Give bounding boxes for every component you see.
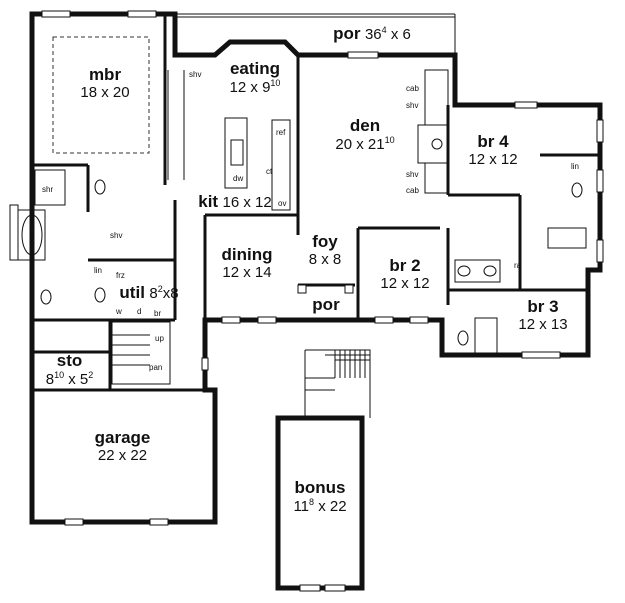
room-dim: 16 x 12 bbox=[222, 194, 272, 211]
room-dim: 22 x 22 bbox=[97, 446, 148, 464]
label-dw: dw bbox=[233, 174, 244, 183]
room-name: den bbox=[349, 116, 381, 135]
room-name: sto bbox=[56, 351, 83, 370]
label-frz: frz bbox=[116, 271, 125, 280]
tray-ceiling bbox=[52, 36, 150, 154]
room-name: kit bbox=[198, 192, 219, 211]
label-ct: ct bbox=[266, 167, 273, 176]
room-util: util 82x8 bbox=[114, 283, 184, 303]
interior-walls bbox=[32, 14, 600, 392]
label-pan: pan bbox=[149, 363, 163, 372]
kitchen-island bbox=[224, 117, 248, 189]
windows bbox=[9, 10, 604, 592]
room-den: den 20 x 2110 bbox=[325, 116, 405, 153]
room-name: util bbox=[119, 283, 145, 302]
room-dim: 12 x 14 bbox=[222, 263, 272, 281]
label-up: up bbox=[155, 334, 164, 343]
label-shv-den-top: shv bbox=[406, 101, 419, 110]
label-ref: ref bbox=[276, 128, 286, 137]
label-shr: shr bbox=[42, 185, 54, 194]
room-dim: 82x8 bbox=[149, 284, 179, 302]
room-dim: 18 x 20 bbox=[80, 83, 130, 101]
room-por-front: por bbox=[305, 295, 347, 315]
exterior-wall bbox=[29, 11, 603, 525]
room-dim: 8 x 8 bbox=[308, 250, 342, 268]
room-dim: 12 x 13 bbox=[518, 315, 568, 333]
room-dim: 118 x 22 bbox=[293, 496, 347, 515]
room-br2: br 2 12 x 12 bbox=[370, 256, 440, 292]
kitchen-counter bbox=[271, 119, 291, 211]
toilet bbox=[40, 289, 52, 305]
room-foy: foy 8 x 8 bbox=[300, 232, 350, 268]
room-name: br 3 bbox=[527, 297, 559, 316]
room-name: garage bbox=[94, 428, 151, 447]
room-br4: br 4 12 x 12 bbox=[458, 132, 528, 168]
room-dining: dining 12 x 14 bbox=[207, 245, 287, 281]
room-name: bonus bbox=[294, 478, 346, 497]
room-sto: sto 810 x 52 bbox=[32, 351, 107, 388]
util-stair bbox=[111, 321, 171, 385]
bonus-wall bbox=[275, 415, 365, 591]
room-eating: eating 12 x 910 bbox=[220, 59, 290, 96]
room-name: dining bbox=[221, 245, 273, 264]
room-name: br 2 bbox=[389, 256, 421, 275]
room-mbr: mbr 18 x 20 bbox=[70, 65, 140, 101]
room-dim: 12 x 12 bbox=[380, 274, 430, 292]
room-name: foy bbox=[312, 232, 338, 251]
label-ov: ov bbox=[278, 199, 287, 208]
room-dim: 12 x 910 bbox=[229, 77, 281, 96]
label-shv-bath: shv bbox=[110, 231, 123, 240]
label-w: w bbox=[116, 307, 122, 316]
room-garage: garage 22 x 22 bbox=[80, 428, 165, 464]
room-br3: br 3 12 x 13 bbox=[508, 297, 578, 333]
label-cab-top: cab bbox=[406, 84, 419, 93]
room-bonus: bonus 118 x 22 bbox=[285, 478, 355, 515]
label-shv-eating: shv bbox=[189, 70, 202, 79]
room-dim: 364 x 6 bbox=[364, 25, 411, 43]
label-ra: ra bbox=[514, 261, 522, 270]
bath-tub bbox=[474, 317, 498, 355]
bonus-stair bbox=[304, 349, 371, 418]
label-br-util: br bbox=[154, 309, 162, 318]
shower bbox=[34, 169, 66, 206]
room-name: br 4 bbox=[477, 132, 509, 151]
label-cab-bot: cab bbox=[406, 186, 419, 195]
porch-column bbox=[297, 284, 307, 294]
label-shv-den-bot: shv bbox=[406, 170, 419, 179]
room-name: eating bbox=[229, 59, 281, 78]
den-fireplace bbox=[417, 124, 449, 164]
label-lin-br4: lin bbox=[571, 162, 580, 171]
room-por-top: por 364 x 6 bbox=[322, 24, 422, 44]
den-cabinet bbox=[424, 69, 449, 126]
room-name: por bbox=[333, 24, 361, 43]
room-name: por bbox=[312, 295, 340, 314]
vanity bbox=[454, 259, 501, 283]
label-lin-util: lin bbox=[94, 266, 103, 275]
room-dim: 12 x 12 bbox=[468, 150, 518, 168]
room-dim: 20 x 2110 bbox=[335, 134, 395, 153]
room-name: mbr bbox=[88, 65, 122, 84]
room-dim: 810 x 52 bbox=[45, 369, 94, 388]
room-kit: kit 16 x 12 bbox=[190, 192, 280, 212]
label-d: d bbox=[137, 307, 142, 316]
stair-treads bbox=[305, 350, 366, 391]
